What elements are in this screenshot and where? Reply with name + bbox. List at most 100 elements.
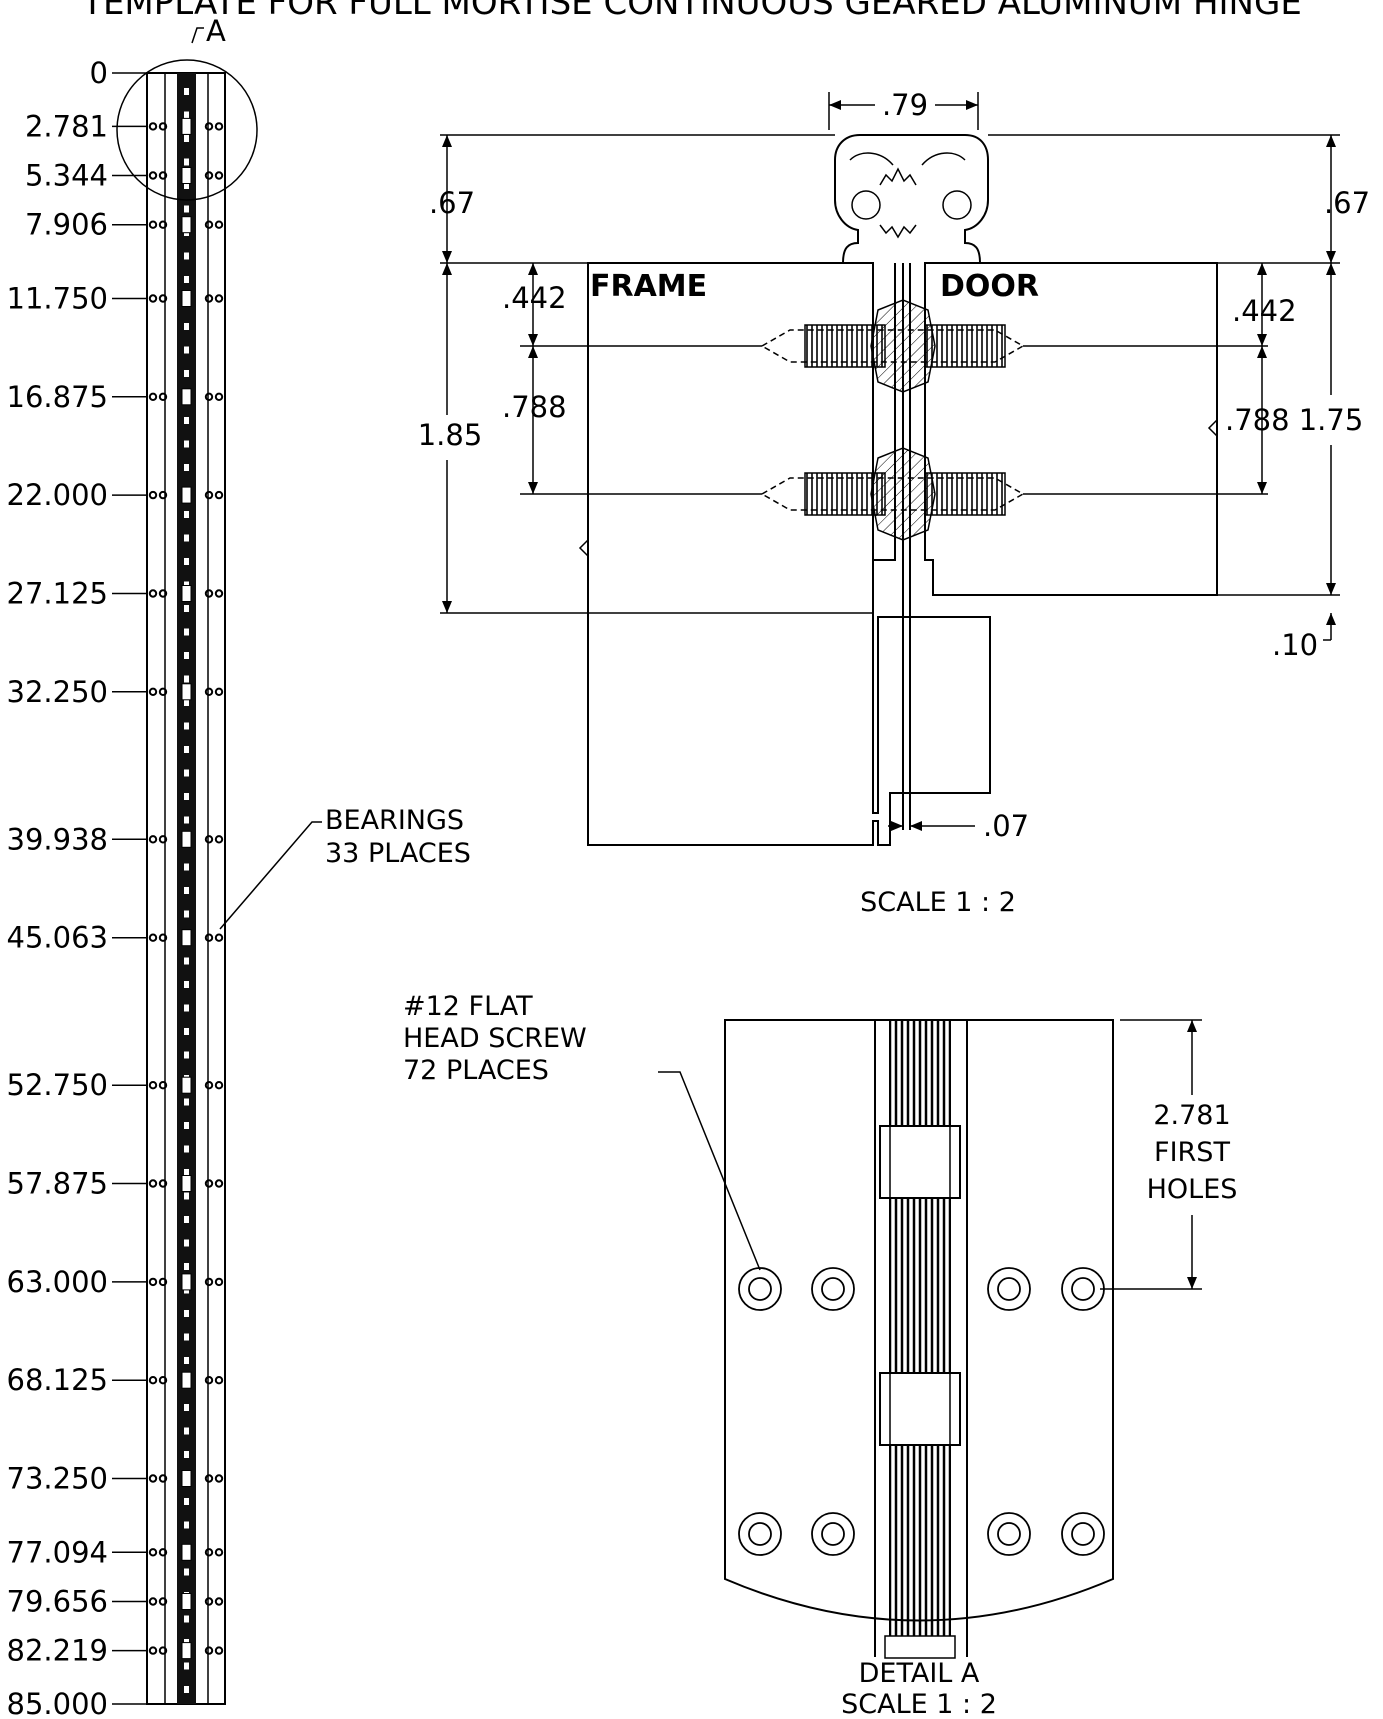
bearing-mark [181,1273,192,1291]
detail-a-callout: A [206,14,226,48]
bearing-mark [181,830,192,848]
bearing-mark [181,290,192,307]
dim-right-788: .788 [1225,403,1290,437]
knuckle-gap [184,1192,189,1200]
bearing-mark [181,1470,192,1487]
knuckle-gap [184,675,189,683]
bearing-mark [181,1175,192,1192]
knuckle-gap [184,182,189,189]
bearing-mark [181,486,192,504]
screw-hole-dot [158,122,168,131]
knuckle-gap [184,816,189,824]
first-holes-label-1: FIRST [1154,1137,1230,1168]
station-label: 68.125 [7,1363,108,1397]
station-label: 57.875 [7,1167,108,1201]
screw-hole-dot [214,687,224,696]
knuckle-gap [184,722,189,730]
bearing-mark [181,117,192,135]
knuckle-gap [184,323,189,330]
bearing-mark [181,1371,192,1389]
knuckle-gap [184,1521,189,1529]
knuckle-gap [184,1028,189,1035]
screw-hole-dot [214,835,224,844]
bearing-mark [181,929,192,947]
station-row: 57.875 [7,1167,224,1201]
screw-hole [811,1267,855,1311]
screw-hole-dot [214,122,224,131]
station-row: 11.750 [7,282,224,316]
first-holes-label-2: HOLES [1147,1174,1238,1205]
screw-hole-dot [158,1277,168,1287]
knuckle-gap [184,863,189,871]
knuckle-gap [184,1239,189,1247]
knuckle-gap [184,346,189,354]
screw-label-1: #12 FLAT [403,991,533,1022]
screw-hole-dot [148,122,158,131]
bearing-mark [181,1642,192,1660]
screw-hole-dot [214,589,224,598]
screw-hole-dot [214,294,224,303]
screw-hole-dot [214,220,224,229]
screw-hole-dot [204,589,214,598]
screw-hole-dot [158,687,168,696]
screw-hole-dot [214,490,224,500]
screw-hole [987,1267,1031,1311]
station-label: 85.000 [7,1687,108,1719]
screw-hole-dot [148,1376,158,1385]
bearing-mark [181,1076,192,1094]
dim-left-442: .442 [502,281,567,315]
screw-hole-dot [148,1474,158,1483]
detail-a-view [724,1019,1114,1659]
detail-title: DETAIL A [859,1658,980,1689]
knuckle-gap [184,534,189,542]
screw-hole-dot [158,1548,168,1557]
screw-hole-dot [214,1081,224,1090]
knuckle-gap [184,652,189,659]
dim-top-width: .79 [882,88,928,122]
first-holes-dim: 2.781 [1153,1100,1230,1131]
door-label: DOOR [940,269,1039,304]
screw-hole-dot [148,392,158,401]
station-label: 22.000 [7,478,108,512]
screw-hole-dot [204,1277,214,1287]
station-row: 79.656 [7,1585,224,1619]
frame-label: FRAME [590,269,707,304]
screw-hole-dot [204,1081,214,1090]
section-screw-1 [760,299,1025,393]
station-row: 45.063 [7,921,224,955]
knuckle-gap [184,1004,189,1012]
station-row: 5.344 [25,159,224,193]
detail-dimensions [658,1019,1202,1290]
screw-hole-dot [158,220,168,229]
screw-hole-dot [148,1277,158,1287]
knuckle-gap [184,1145,189,1153]
arrowheads [442,100,1336,831]
screw-hole [811,1512,855,1556]
station-row: 63.000 [7,1265,224,1299]
knuckle-gap [184,957,189,965]
screw-hole-dot [204,933,214,942]
knuckle-gap [184,1404,189,1411]
station-row: 22.000 [7,478,224,512]
knuckle-gap [184,1357,189,1364]
screw-hole-dot [148,490,158,500]
dim-overall-left: 1.85 [418,418,483,452]
station-label: 63.000 [7,1265,108,1299]
knuckle-gap [184,1615,189,1623]
bearing-mark [181,216,192,234]
screw-hole-dot [204,220,214,229]
knuckle-gap [184,1451,189,1458]
screw-hole-dot [204,687,214,696]
knuckle-gap [184,1427,189,1435]
knuckle-gap [184,205,189,213]
screw-hole-dot [214,1646,224,1655]
knuckle-gap [184,417,189,424]
knuckle-gap [184,276,189,283]
dim-right-top: .67 [1324,186,1370,220]
screw-hole-dot [214,933,224,942]
dim-left-top: .67 [429,186,475,220]
screw-hole-dot [148,1548,158,1557]
station-row: 73.250 [7,1462,224,1496]
knuckle-gap [184,1216,189,1223]
screw-hole-dot [204,1597,214,1606]
